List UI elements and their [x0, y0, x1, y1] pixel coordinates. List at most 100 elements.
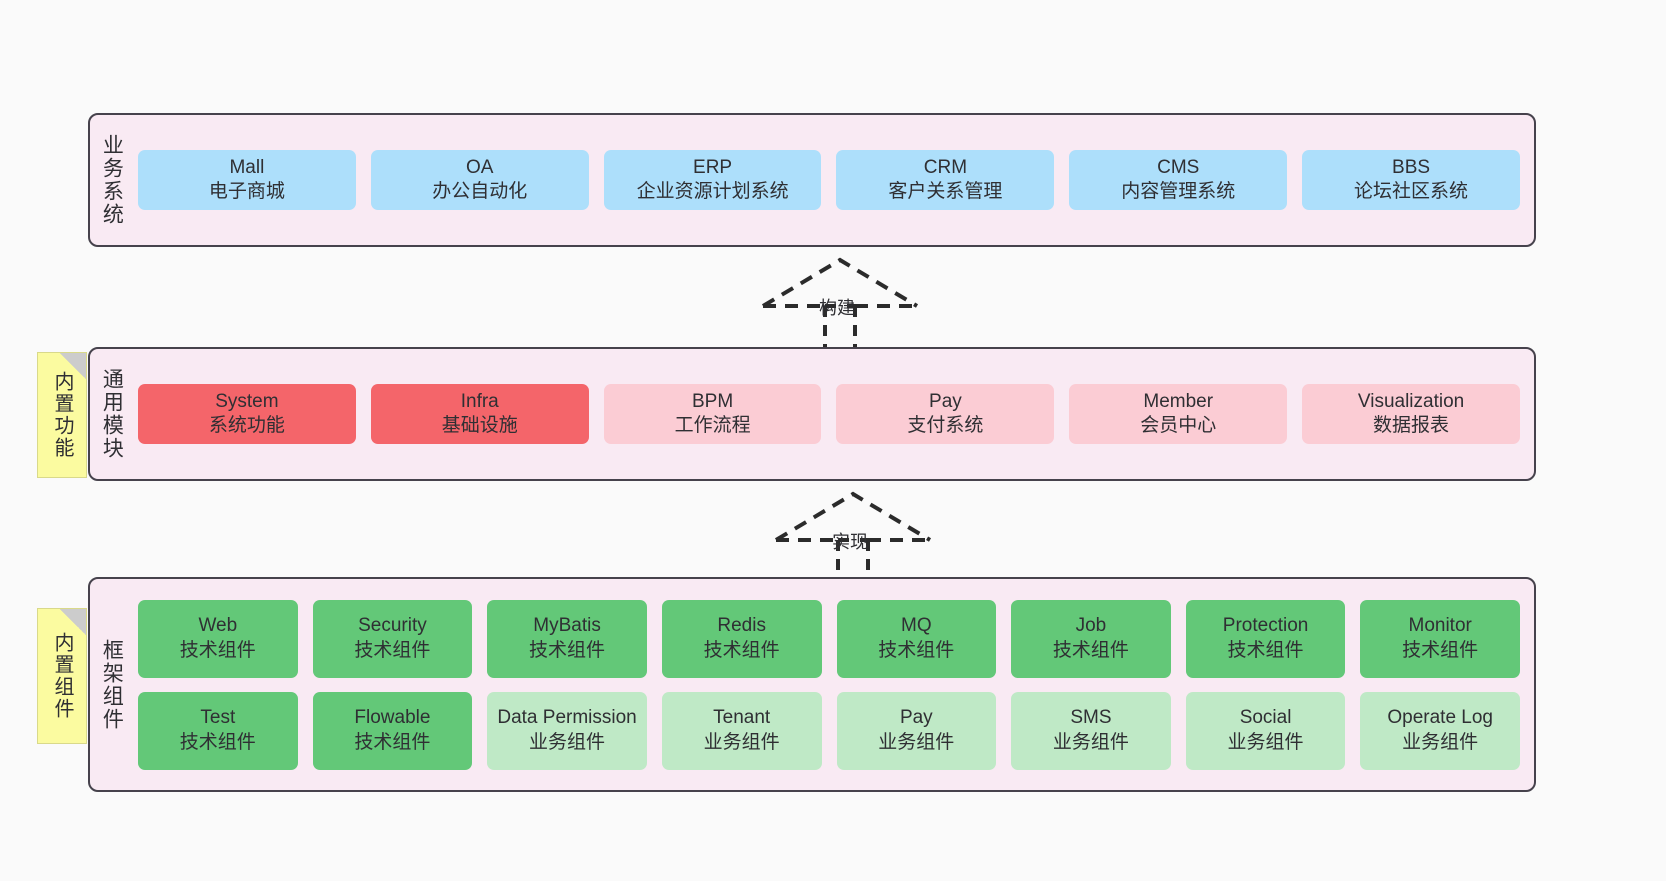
box-bpm-name: BPM — [691, 390, 734, 412]
box-system-name: System — [215, 390, 279, 412]
box-oa-name: OA — [466, 156, 494, 178]
box-crm[interactable]: CRM 客户关系管理 — [836, 149, 1055, 211]
box-cms[interactable]: CMS 内容管理系统 — [1069, 149, 1288, 211]
box-erp[interactable]: ERP 企业资源计划系统 — [603, 149, 822, 211]
common-module-row: System 系统功能 Infra 基础设施 BPM 工作流程 Pay 支付系统… — [138, 383, 1520, 445]
box-flowable-name: Flowable — [354, 707, 431, 729]
layer-business-system-label: 业务系统 — [100, 134, 124, 226]
box-infra-desc: 基础设施 — [441, 415, 518, 436]
box-mq-name: MQ — [901, 615, 932, 637]
framework-tech-row: Web 技术组件 Security 技术组件 MyBatis 技术组件 Redi… — [138, 599, 1520, 678]
box-oa-desc: 办公自动化 — [432, 181, 528, 202]
connector-implement-icon — [774, 491, 932, 584]
box-pay-module-name: Pay — [929, 390, 962, 412]
sticky-fold-icon — [60, 609, 86, 635]
box-data-permission-name: Data Permission — [497, 707, 637, 729]
box-operate-log-name: Operate Log — [1387, 707, 1493, 729]
box-infra[interactable]: Infra 基础设施 — [370, 383, 589, 445]
box-tenant-desc: 业务组件 — [703, 731, 780, 753]
box-visualization-desc: 数据报表 — [1373, 415, 1450, 436]
box-mybatis-name: MyBatis — [533, 615, 601, 637]
box-bbs[interactable]: BBS 论坛社区系统 — [1302, 149, 1520, 211]
box-security-name: Security — [358, 615, 427, 637]
box-bbs-desc: 论坛社区系统 — [1354, 181, 1469, 202]
box-pay-module-desc: 支付系统 — [907, 415, 984, 436]
box-web[interactable]: Web 技术组件 — [138, 599, 298, 678]
box-crm-name: CRM — [923, 156, 968, 178]
box-security[interactable]: Security 技术组件 — [312, 599, 473, 678]
box-monitor[interactable]: Monitor 技术组件 — [1360, 599, 1520, 678]
box-erp-desc: 企业资源计划系统 — [636, 181, 789, 202]
box-bpm[interactable]: BPM 工作流程 — [603, 383, 822, 445]
box-pay-component-desc: 业务组件 — [878, 731, 955, 753]
framework-biz-row: Test 技术组件 Flowable 技术组件 Data Permission … — [138, 691, 1520, 770]
box-social-name: Social — [1239, 707, 1292, 729]
connector-implement: 实现 — [768, 491, 958, 584]
box-test[interactable]: Test 技术组件 — [138, 691, 298, 770]
box-monitor-desc: 技术组件 — [1402, 639, 1479, 661]
layer-common-module[interactable]: 通用模块 System 系统功能 Infra 基础设施 BPM 工作流程 Pay… — [88, 347, 1536, 481]
box-visualization[interactable]: Visualization 数据报表 — [1302, 383, 1520, 445]
box-cms-desc: 内容管理系统 — [1121, 181, 1236, 202]
box-erp-name: ERP — [693, 156, 733, 178]
connector-build: 构建 — [755, 257, 945, 350]
sticky-note-builtin-function-text: 内置功能 — [51, 371, 73, 459]
box-social[interactable]: Social 业务组件 — [1185, 691, 1346, 770]
box-oa[interactable]: OA 办公自动化 — [370, 149, 589, 211]
box-pay-module[interactable]: Pay 支付系统 — [836, 383, 1055, 445]
box-protection-name: Protection — [1222, 615, 1309, 637]
box-mq[interactable]: MQ 技术组件 — [836, 599, 997, 678]
layer-business-system[interactable]: 业务系统 Mall 电子商城 OA 办公自动化 ERP 企业资源计划系统 CRM… — [88, 113, 1536, 247]
box-tenant[interactable]: Tenant 业务组件 — [661, 691, 822, 770]
box-test-name: Test — [200, 707, 236, 729]
box-flowable[interactable]: Flowable 技术组件 — [312, 691, 473, 770]
box-member-desc: 会员中心 — [1140, 415, 1217, 436]
box-protection-desc: 技术组件 — [1227, 639, 1304, 661]
sticky-fold-icon — [60, 353, 86, 379]
box-cms-name: CMS — [1157, 156, 1200, 178]
layer-business-system-body: Mall 电子商城 OA 办公自动化 ERP 企业资源计划系统 CRM 客户关系… — [132, 115, 1534, 245]
box-pay-component[interactable]: Pay 业务组件 — [836, 691, 997, 770]
box-monitor-name: Monitor — [1408, 615, 1472, 637]
box-redis[interactable]: Redis 技术组件 — [661, 599, 822, 678]
box-job-name: Job — [1075, 615, 1107, 637]
box-mall[interactable]: Mall 电子商城 — [138, 149, 356, 211]
box-mall-desc: 电子商城 — [208, 181, 285, 202]
box-mybatis[interactable]: MyBatis 技术组件 — [487, 599, 647, 678]
box-security-desc: 技术组件 — [354, 639, 431, 661]
box-infra-name: Infra — [460, 390, 499, 412]
box-bbs-name: BBS — [1392, 156, 1431, 178]
box-web-desc: 技术组件 — [179, 639, 256, 661]
connector-implement-label: 实现 — [832, 532, 868, 552]
box-mall-name: Mall — [229, 156, 265, 178]
box-tenant-name: Tenant — [713, 707, 771, 729]
box-redis-desc: 技术组件 — [703, 639, 780, 661]
box-social-desc: 业务组件 — [1227, 731, 1304, 753]
box-system-desc: 系统功能 — [208, 415, 285, 436]
box-mybatis-desc: 技术组件 — [529, 639, 606, 661]
connector-build-label: 构建 — [819, 298, 855, 318]
box-protection[interactable]: Protection 技术组件 — [1185, 599, 1346, 678]
box-member[interactable]: Member 会员中心 — [1069, 383, 1288, 445]
box-pay-component-name: Pay — [899, 707, 933, 729]
business-system-row: Mall 电子商城 OA 办公自动化 ERP 企业资源计划系统 CRM 客户关系… — [138, 149, 1520, 211]
box-job-desc: 技术组件 — [1052, 639, 1129, 661]
box-test-desc: 技术组件 — [179, 731, 256, 753]
box-web-name: Web — [198, 615, 238, 637]
layer-framework-component-label: 框架组件 — [100, 638, 124, 731]
sticky-note-builtin-component: 内置组件 — [37, 608, 87, 744]
box-sms[interactable]: SMS 业务组件 — [1011, 691, 1171, 770]
box-member-name: Member — [1143, 390, 1214, 412]
box-job[interactable]: Job 技术组件 — [1011, 599, 1171, 678]
layer-common-module-label: 通用模块 — [100, 368, 124, 460]
connector-build-icon — [761, 257, 919, 350]
layer-framework-component[interactable]: 框架组件 Web 技术组件 Security 技术组件 MyBatis 技术组件… — [88, 577, 1536, 792]
box-operate-log-desc: 业务组件 — [1402, 731, 1479, 753]
box-data-permission[interactable]: Data Permission 业务组件 — [487, 691, 647, 770]
box-operate-log[interactable]: Operate Log 业务组件 — [1360, 691, 1520, 770]
sticky-note-builtin-function: 内置功能 — [37, 352, 87, 478]
box-system[interactable]: System 系统功能 — [138, 383, 356, 445]
box-sms-name: SMS — [1070, 707, 1112, 729]
box-crm-desc: 客户关系管理 — [888, 181, 1003, 202]
